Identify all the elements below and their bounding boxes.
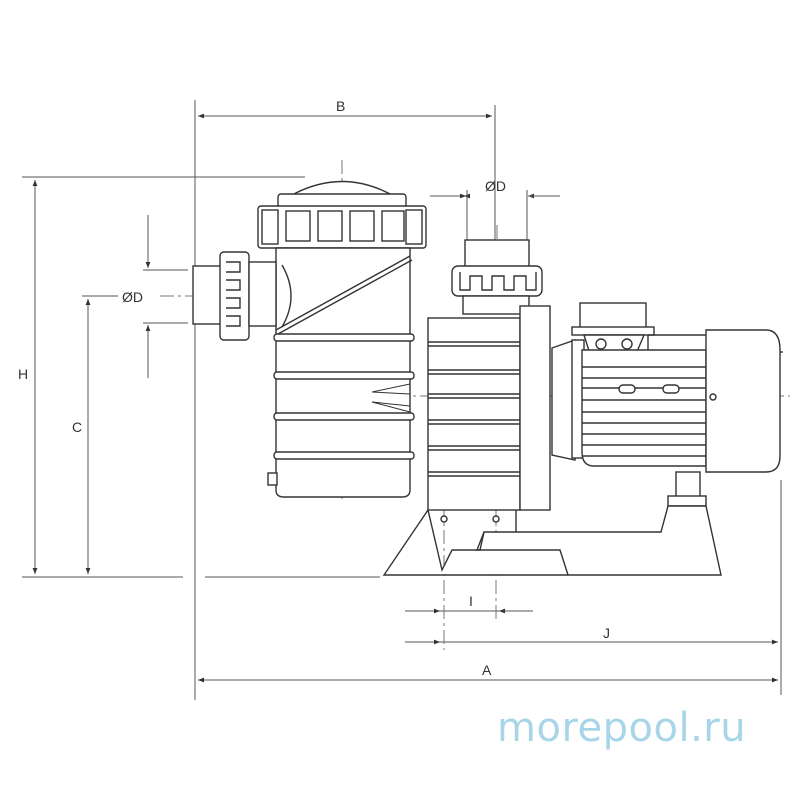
pump-body — [371, 305, 551, 511]
dimension-label-h: H — [18, 366, 29, 382]
dimension-lines — [22, 100, 782, 700]
dimension-label-a: A — [482, 662, 492, 678]
dimension-label-i: I — [469, 593, 473, 609]
dimension-label-j: J — [603, 625, 610, 641]
outlet-union — [451, 239, 543, 315]
watermark-text: morepool.ru — [497, 705, 747, 751]
dimension-label-b: B — [336, 98, 346, 114]
dimension-label-outlet-diameter: ØD — [485, 178, 506, 194]
inlet-union — [192, 251, 277, 341]
dimension-label-inlet-diameter: ØD — [122, 289, 143, 305]
prefilter-housing — [257, 180, 427, 498]
dimension-label-c: C — [72, 419, 83, 435]
motor — [551, 302, 783, 507]
pump-base — [382, 505, 722, 576]
